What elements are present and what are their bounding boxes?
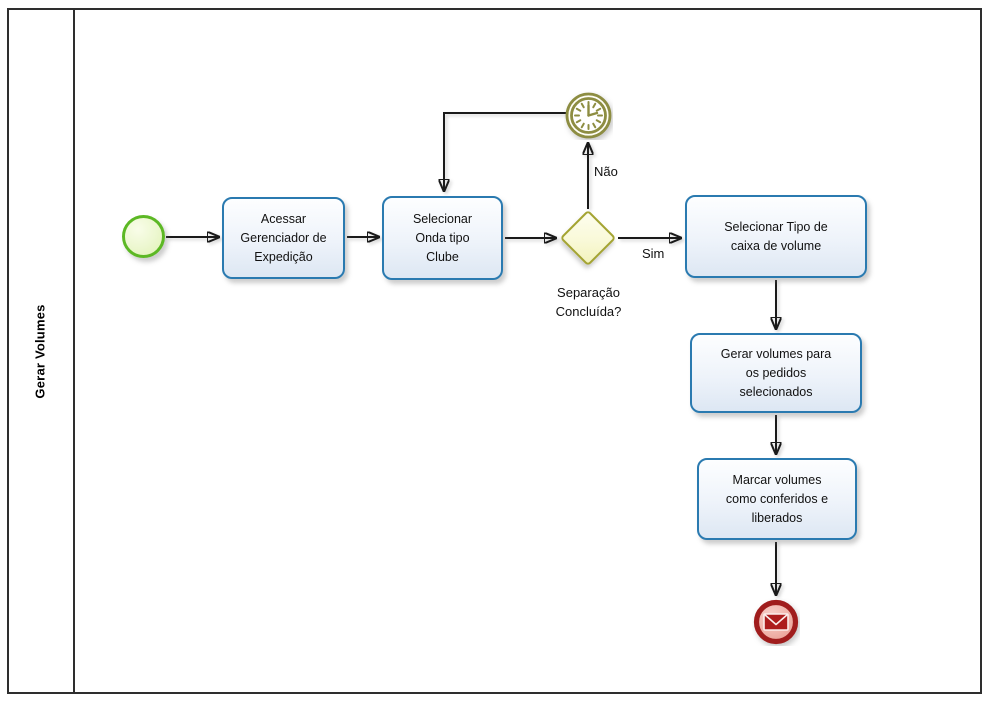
pool-border [7, 8, 982, 694]
task-label: Gerar volumes para os pedidos selecionad… [720, 346, 832, 399]
gateway-label: Separação Concluída? [555, 285, 622, 319]
lane-header: Gerar Volumes [7, 8, 75, 694]
timer-intermediate-event[interactable] [564, 91, 613, 140]
task-gerar-volumes-pedidos[interactable]: Gerar volumes para os pedidos selecionad… [690, 333, 862, 413]
task-label: Selecionar Onda tipo Clube [412, 211, 473, 264]
task-label: Marcar volumes como conferidos e liberad… [725, 472, 829, 525]
message-envelope-icon [763, 613, 789, 631]
task-label: Selecionar Tipo de caixa de volume [724, 219, 828, 253]
start-event[interactable] [122, 215, 165, 258]
message-end-event[interactable] [752, 598, 800, 646]
task-selecionar-onda-tipo-clube[interactable]: Selecionar Onda tipo Clube [382, 196, 503, 280]
task-label: Acessar Gerenciador de Expedição [240, 211, 327, 264]
timer-clock-icon [565, 92, 612, 139]
task-acessar-gerenciador-expedicao[interactable]: Acessar Gerenciador de Expedição [222, 197, 345, 279]
task-marcar-volumes-conferidos[interactable]: Marcar volumes como conferidos e liberad… [697, 458, 857, 540]
task-selecionar-tipo-caixa[interactable]: Selecionar Tipo de caixa de volume [685, 195, 867, 278]
flow-timer-to-task2 [444, 112, 566, 191]
edge-label-nao: Não [594, 164, 618, 179]
edge-label-sim: Sim [642, 246, 665, 261]
